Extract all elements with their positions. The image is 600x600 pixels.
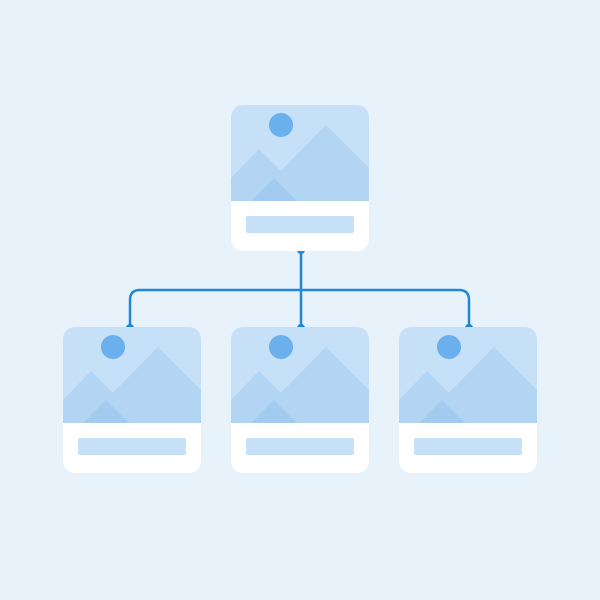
mountain-front: [63, 371, 143, 423]
mountain-front: [399, 371, 479, 423]
node-card-parent: [231, 105, 369, 251]
sun-circle: [269, 113, 293, 137]
caption-placeholder-bar: [414, 438, 522, 455]
caption-placeholder-bar: [78, 438, 186, 455]
mountain-front: [231, 371, 311, 423]
image-placeholder-icon: [399, 327, 537, 423]
caption-placeholder-bar: [246, 216, 354, 233]
mountain-overlap: [83, 400, 129, 423]
sun-circle: [101, 335, 125, 359]
sun-circle: [269, 335, 293, 359]
mountain-overlap: [251, 178, 297, 201]
image-placeholder-icon: [231, 105, 369, 201]
landscape-image-icon: [63, 327, 201, 423]
image-placeholder-icon: [231, 327, 369, 423]
node-card-child-1: [63, 327, 201, 473]
mountain-overlap: [419, 400, 465, 423]
connector-branch-child-1: [128, 288, 301, 328]
landscape-image-icon: [399, 327, 537, 423]
node-card-child-3: [399, 327, 537, 473]
caption-placeholder-bar: [246, 438, 354, 455]
mountain-front: [231, 149, 311, 201]
landscape-image-icon: [231, 327, 369, 423]
mountain-overlap: [251, 400, 297, 423]
node-card-child-2: [231, 327, 369, 473]
sun-circle: [437, 335, 461, 359]
landscape-image-icon: [231, 105, 369, 201]
connector-branch-child-3: [301, 288, 471, 328]
image-placeholder-icon: [63, 327, 201, 423]
